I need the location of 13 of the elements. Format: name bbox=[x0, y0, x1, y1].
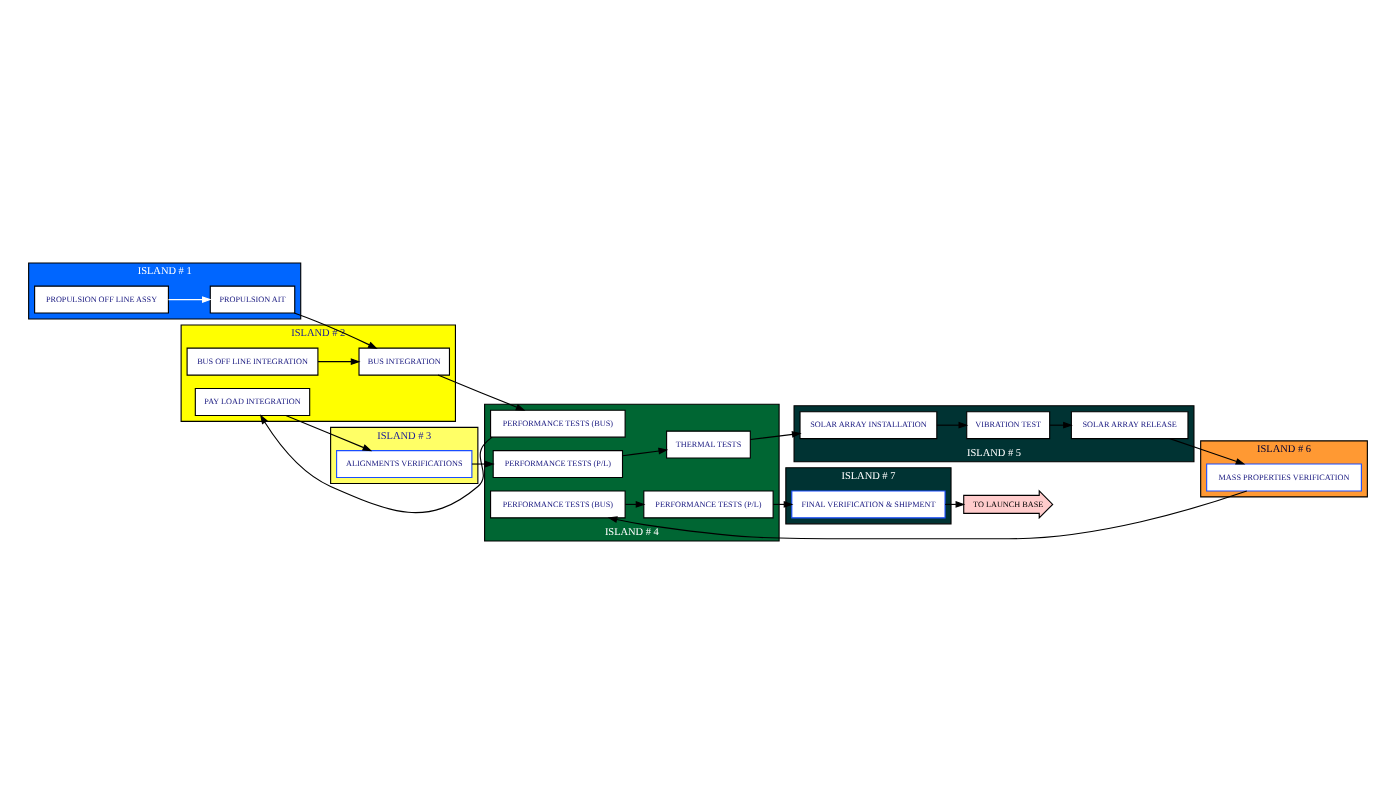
arrow bbox=[749, 430, 802, 440]
arrow bbox=[317, 357, 361, 365]
arrow bbox=[285, 413, 373, 451]
arrow bbox=[772, 500, 794, 507]
arrow bbox=[167, 295, 212, 302]
arrow bbox=[1169, 437, 1246, 464]
arrow bbox=[624, 500, 646, 507]
arrow bbox=[293, 311, 378, 348]
arrow bbox=[936, 420, 969, 428]
arrow bbox=[471, 459, 495, 467]
arrow bbox=[622, 446, 669, 456]
arrow bbox=[437, 373, 526, 410]
arrow bbox=[259, 413, 493, 513]
